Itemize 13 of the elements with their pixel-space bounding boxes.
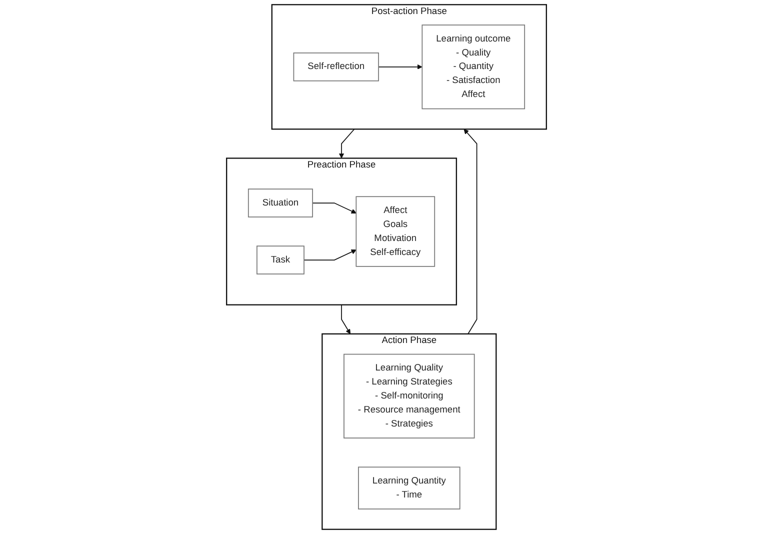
arrow bbox=[378, 64, 422, 70]
node-box: Task bbox=[256, 246, 304, 274]
node-box: Self-reflection bbox=[293, 52, 379, 82]
node-box: Affect Goals Motivation Self-efficacy bbox=[356, 196, 436, 267]
arrow bbox=[312, 202, 356, 214]
node-box: Situation bbox=[248, 188, 313, 218]
arrow bbox=[341, 304, 350, 334]
node-box: Learning outcome - Quality - Quantity - Satisfaction Affect bbox=[422, 24, 526, 110]
node-box: Learning Quantity - Time bbox=[358, 466, 460, 510]
arrow bbox=[338, 128, 355, 158]
node-box: Learning Quality - Learning Strategies - Self-monitoring - Resource management - Strategies bbox=[344, 354, 475, 438]
arrow bbox=[304, 249, 356, 260]
arrow bbox=[464, 128, 478, 334]
